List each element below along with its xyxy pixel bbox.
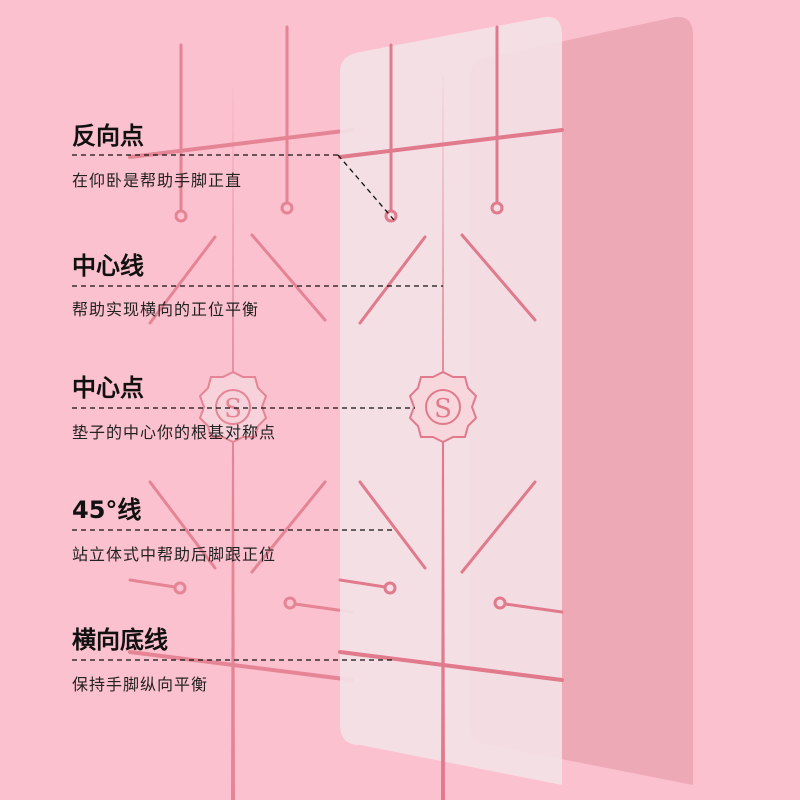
feature-title: 横向底线 (72, 626, 168, 654)
feature-title: 中心线 (72, 252, 144, 280)
feature-title: 中心点 (72, 374, 144, 402)
callout-lines (72, 154, 443, 661)
front-mat (338, 16, 564, 800)
feature-desc: 保持手脚纵向平衡 (72, 675, 209, 694)
feature-desc: 垫子的中心你的根基对称点 (72, 423, 277, 442)
feature-desc: 在仰卧是帮助手脚正直 (72, 171, 243, 190)
feature-title: 45°线 (72, 496, 142, 524)
feature-desc: 站立体式中帮助后脚跟正位 (72, 545, 277, 564)
feature-desc: 帮助实现横向的正位平衡 (72, 300, 260, 319)
feature-title: 反向点 (72, 122, 144, 150)
